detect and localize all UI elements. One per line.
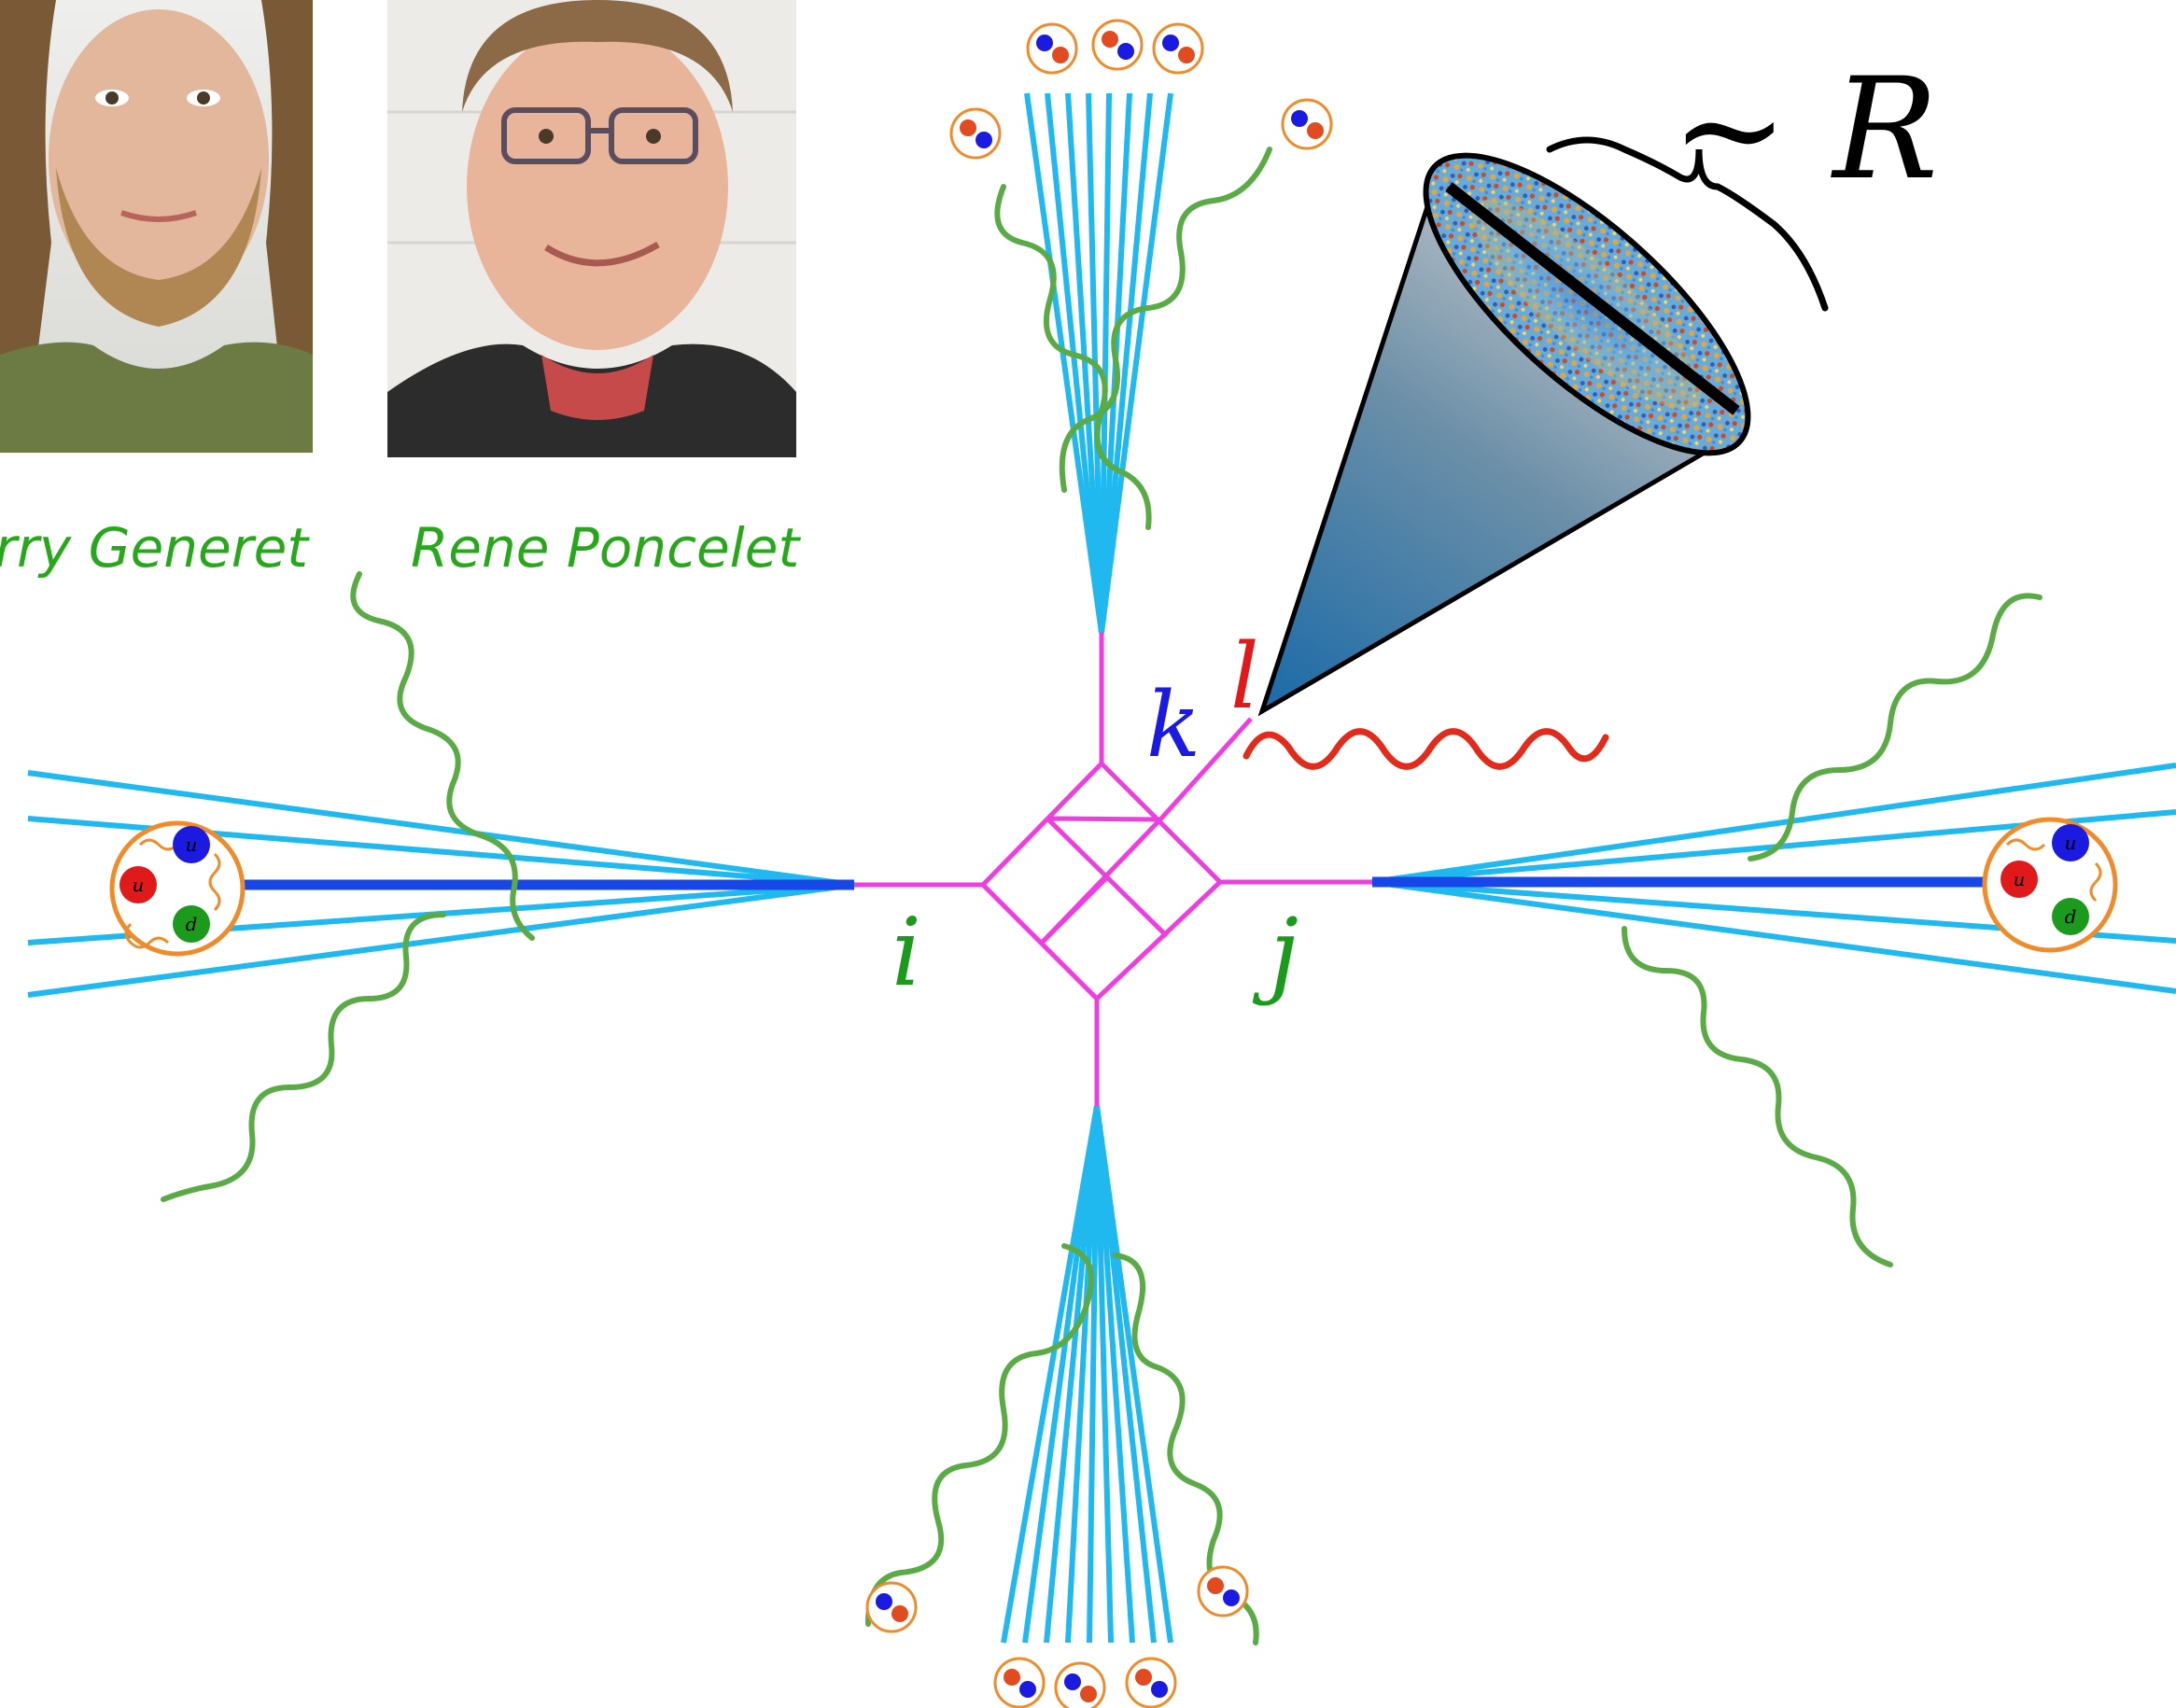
- gluon-bottom-left: [865, 1243, 1095, 1627]
- quark-d-green: [173, 905, 210, 943]
- hadron-icon: [1125, 1657, 1177, 1708]
- jet-bottom: [1001, 1105, 1173, 1644]
- svg-text:u: u: [2065, 832, 2077, 854]
- proton-right: u u d: [1982, 817, 2118, 953]
- hadron-icon: [1152, 22, 1204, 75]
- hadron-icon: [865, 1581, 918, 1633]
- leg-label-l: l: [1230, 624, 1259, 729]
- person-name-rene: Rene Poncelet: [411, 516, 801, 580]
- proton-left: u u d: [109, 820, 246, 957]
- cone-diameter: [1445, 182, 1740, 415]
- quark-u-blue: [173, 826, 210, 863]
- leg-label-j: j: [1252, 898, 1299, 1007]
- svg-text:u: u: [133, 874, 145, 896]
- quark-u-blue: [2052, 824, 2089, 861]
- curly-brace: [1546, 136, 1829, 312]
- photon-wavy: [1242, 728, 1609, 770]
- leg-label-k: k: [1146, 673, 1200, 777]
- hadron-icon: [1197, 1565, 1249, 1617]
- quark-u-red: [2001, 861, 2038, 898]
- jet-cone: [1257, 152, 1751, 717]
- person-name-terry: Terry Generet: [0, 516, 310, 580]
- hadron-icon: [1026, 22, 1078, 75]
- hadron-icon: [993, 1657, 1046, 1708]
- hadron-icon: [949, 107, 1002, 160]
- gluon-top-right: [1059, 147, 1272, 493]
- quark-d-green: [2052, 898, 2089, 935]
- gluon-right-upper: [1748, 593, 2043, 861]
- photo-rene: [387, 0, 796, 457]
- cone-radius-label: ~ R: [1671, 49, 1938, 211]
- hadron-icon: [1091, 19, 1144, 71]
- photo-terry: [0, 0, 313, 453]
- svg-text:d: d: [2065, 905, 2077, 928]
- gluon-top-left: [994, 184, 1152, 530]
- jet-top: [1024, 92, 1173, 634]
- hadron-group: [865, 19, 1333, 1708]
- gluon-left-upper: [350, 571, 535, 941]
- gluon-right-lower: [1621, 926, 1893, 1267]
- gluon-left-lower: [161, 912, 446, 1202]
- quark-u-red: [119, 866, 157, 903]
- hadron-icon: [1054, 1661, 1106, 1708]
- svg-text:d: d: [186, 913, 198, 935]
- svg-text:u: u: [186, 833, 198, 856]
- leg-label-i: i: [891, 898, 921, 1007]
- hard-vertex: [854, 633, 1372, 1106]
- hadron-icon: [1281, 98, 1333, 150]
- svg-text:u: u: [2014, 868, 2026, 890]
